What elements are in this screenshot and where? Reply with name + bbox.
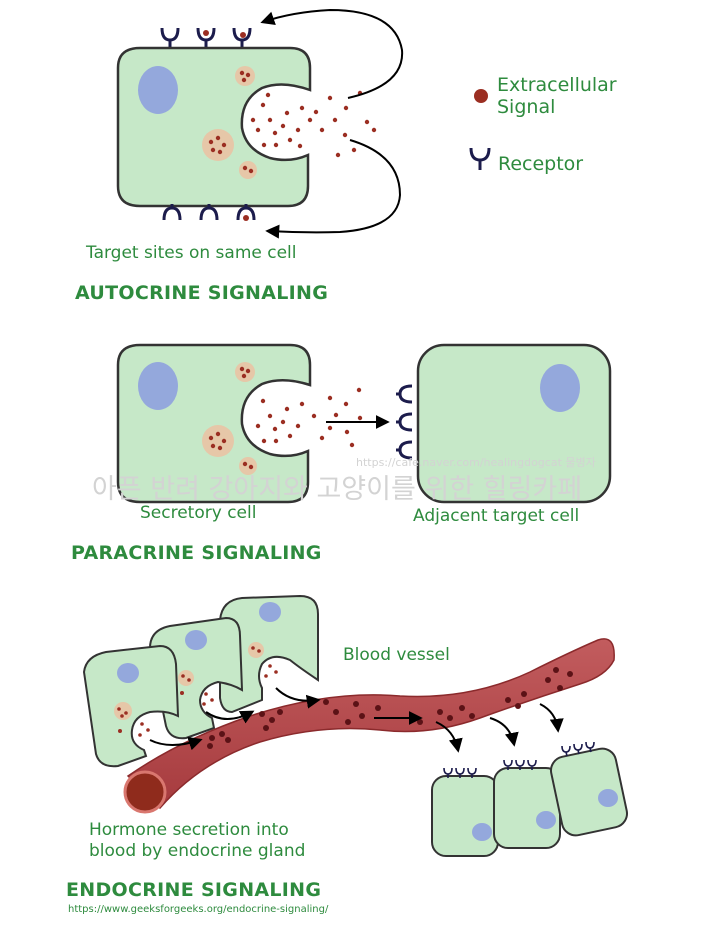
autocrine-caption: Target sites on same cell	[86, 243, 297, 263]
blood-vessel	[126, 638, 615, 810]
endocrine-receptors	[443, 741, 595, 778]
endocrine-gland-cells	[82, 594, 319, 768]
endocrine-heading: ENDOCRINE SIGNALING	[66, 879, 322, 901]
endocrine-caption-line2: blood by endocrine gland	[89, 841, 306, 861]
nucleus	[138, 66, 178, 114]
autocrine-signal-dots	[250, 90, 377, 158]
vesicle	[239, 161, 257, 179]
vessel-opening	[123, 770, 167, 814]
watermark-url: https://cafe.naver.com/healingdogcat 물병자	[356, 456, 596, 469]
legend-receptor-label: Receptor	[498, 153, 584, 175]
paracrine-section	[116, 343, 612, 504]
autocrine-heading: AUTOCRINE SIGNALING	[75, 282, 329, 304]
legend	[469, 89, 491, 170]
autocrine-bottom-receptors	[162, 204, 256, 221]
endocrine-caption: Hormone secretion into blood by endocrin…	[89, 820, 305, 862]
adjacent-target-cell-label: Adjacent target cell	[413, 506, 580, 526]
receptor-icon	[469, 147, 491, 170]
legend-signal-line2: Signal	[497, 96, 556, 118]
secretory-cell-label: Secretory cell	[140, 503, 257, 523]
watermark-text: 아픈 반려 강아지와 고양이를 위한 힐링카페	[92, 474, 583, 505]
legend-signal-label: Extracellular Signal	[497, 74, 617, 118]
autocrine-section	[116, 8, 404, 239]
autocrine-arrow-bottom	[265, 139, 402, 239]
source-url: https://www.geeksforgeeks.org/endocrine-…	[68, 904, 329, 915]
endocrine-caption-line1: Hormone secretion into	[89, 820, 289, 840]
blood-vessel-label: Blood vessel	[343, 645, 450, 665]
paracrine-signal-dots	[255, 387, 363, 448]
legend-signal-line1: Extracellular	[497, 74, 617, 96]
endocrine-arrows	[149, 687, 564, 753]
autocrine-top-receptors	[160, 27, 252, 48]
autocrine-arrow-top	[260, 8, 404, 99]
vesicle	[202, 129, 234, 161]
endocrine-section	[82, 594, 628, 857]
paracrine-heading: PARACRINE SIGNALING	[71, 542, 322, 564]
signal-dot-icon	[474, 89, 488, 103]
hormone-dots	[207, 667, 573, 749]
target-cell-receptors	[396, 384, 413, 460]
endocrine-target-cells	[431, 747, 628, 857]
vesicle	[235, 66, 255, 86]
